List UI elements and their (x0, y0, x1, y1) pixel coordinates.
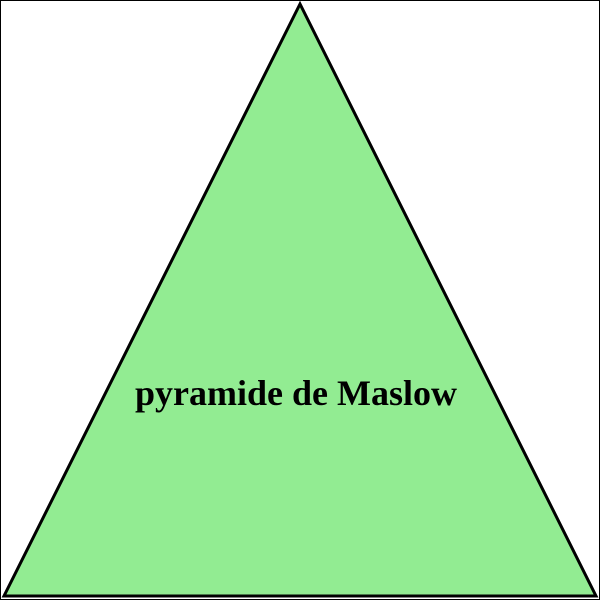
pyramid-label: pyramide de Maslow (135, 373, 457, 413)
